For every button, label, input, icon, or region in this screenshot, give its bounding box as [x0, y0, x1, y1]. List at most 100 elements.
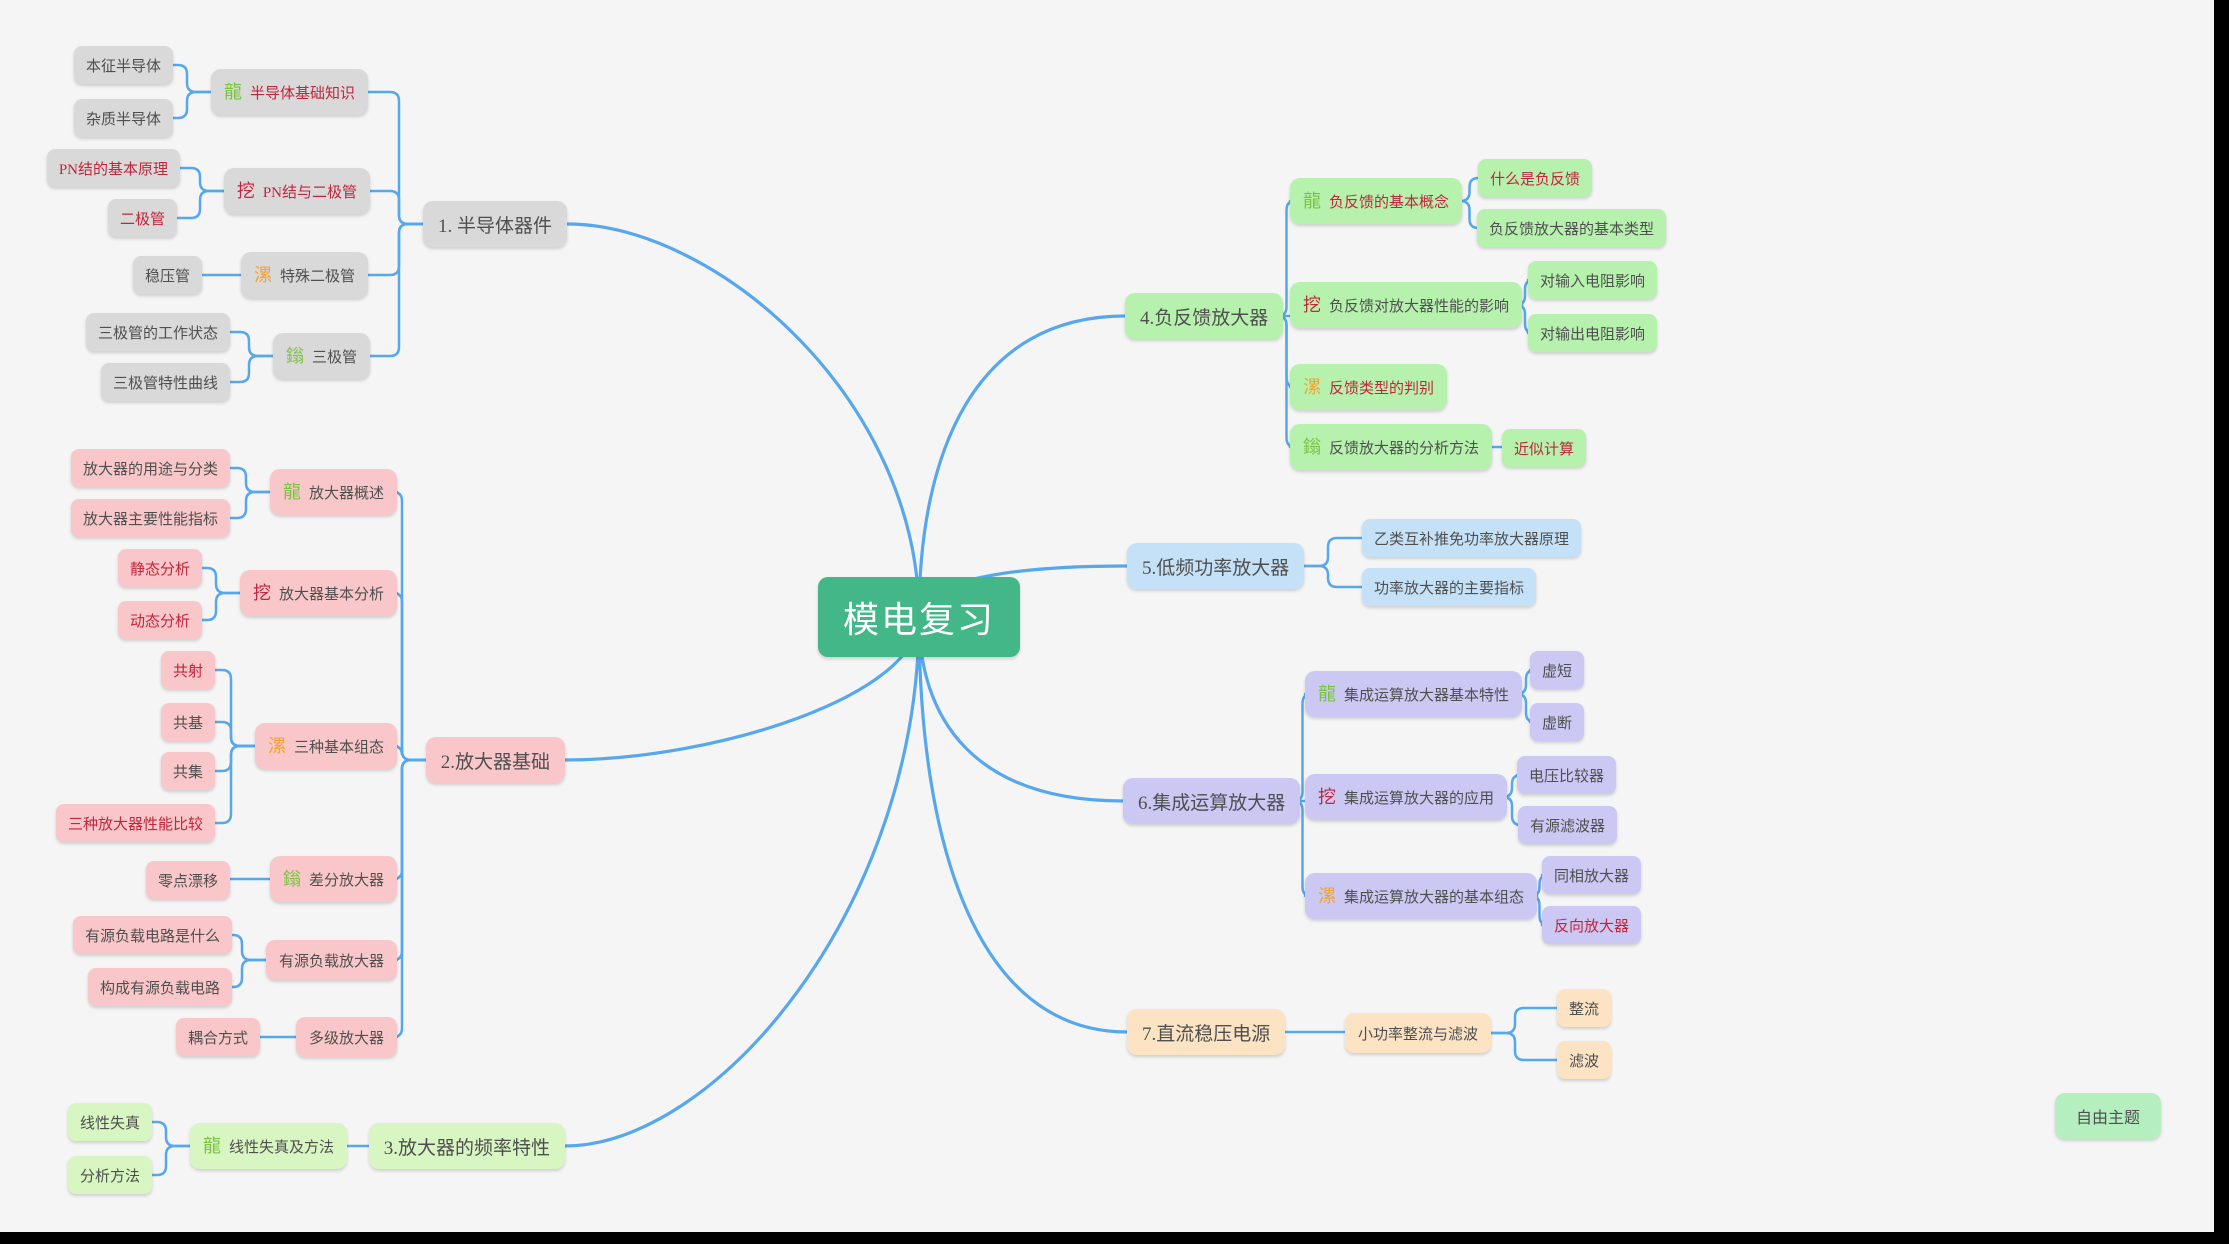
priority-icon-p2: 挖 — [1318, 787, 1336, 807]
node-label: 差分放大器 — [308, 872, 384, 889]
node-label: 零点漂移 — [157, 873, 218, 890]
node-label: 分析方法 — [79, 1168, 140, 1185]
node-b7t1c1[interactable]: 整流 — [1557, 989, 1612, 1027]
node-b6t2[interactable]: 挖集成运算放大器的应用 — [1305, 774, 1508, 820]
node-b1t2c1[interactable]: PN结的基本原理 — [46, 149, 180, 187]
node-b6t3c1[interactable]: 同相放大器 — [1542, 856, 1642, 894]
node-b3t1[interactable]: 龍线性失真及方法 — [189, 1123, 347, 1169]
node-label: 三极管特性曲线 — [112, 375, 218, 392]
node-b5[interactable]: 5.低频功率放大器 — [1127, 543, 1305, 589]
node-b2t5c2[interactable]: 构成有源负载电路 — [87, 968, 232, 1006]
node-b6t1c1[interactable]: 虚短 — [1530, 651, 1585, 689]
node-b4t4[interactable]: 鎓反馈放大器的分析方法 — [1290, 424, 1493, 470]
node-b2t6[interactable]: 多级放大器 — [295, 1017, 397, 1057]
node-b6t3[interactable]: 漯集成运算放大器的基本组态 — [1305, 873, 1538, 919]
node-b5c1[interactable]: 乙类互补推免功率放大器原理 — [1362, 519, 1582, 557]
priority-icon-p1: 龍 — [223, 82, 242, 102]
node-label: 3.放大器的频率特性 — [383, 1137, 550, 1159]
node-b6t3c2[interactable]: 反向放大器 — [1542, 906, 1642, 944]
node-b6t1c2[interactable]: 虚断 — [1530, 703, 1585, 741]
node-b1t2c2[interactable]: 二极管 — [107, 199, 177, 237]
node-b7[interactable]: 7.直流稳压电源 — [1127, 1009, 1286, 1055]
node-label: 功率放大器的主要指标 — [1374, 580, 1525, 597]
node-b3t1c2[interactable]: 分析方法 — [67, 1156, 152, 1194]
node-b2t1c1[interactable]: 放大器的用途与分类 — [70, 449, 230, 487]
node-b2t6c1[interactable]: 耦合方式 — [175, 1018, 260, 1056]
node-b4t2c1[interactable]: 对输入电阻影响 — [1528, 261, 1658, 299]
node-label: 线性失真及方法 — [228, 1139, 334, 1156]
node-b1t4[interactable]: 鎓三极管 — [272, 333, 370, 379]
node-label: 滤波 — [1569, 1053, 1600, 1070]
node-b2t3c2[interactable]: 共基 — [160, 703, 215, 741]
priority-icon-p1: 龍 — [202, 1136, 221, 1156]
node-b6t1[interactable]: 龍集成运算放大器基本特性 — [1305, 671, 1523, 717]
node-label: 1. 半导体器件 — [437, 215, 552, 237]
node-central[interactable]: 模电复习 — [818, 577, 1021, 657]
node-label: 动态分析 — [129, 613, 190, 630]
node-b2t2c2[interactable]: 动态分析 — [117, 601, 202, 639]
node-b4t1[interactable]: 龍负反馈的基本概念 — [1290, 178, 1463, 224]
node-b2t5[interactable]: 有源负载放大器 — [265, 940, 397, 980]
node-label: 什么是负反馈 — [1490, 171, 1581, 188]
node-label: 三极管 — [311, 349, 357, 366]
node-b2t1c2[interactable]: 放大器主要性能指标 — [70, 499, 230, 537]
node-b1t3[interactable]: 漯特殊二极管 — [240, 252, 368, 298]
node-b1t1c1[interactable]: 本征半导体 — [73, 46, 173, 84]
priority-icon-p3: 漯 — [1318, 886, 1336, 906]
node-b2t3c3[interactable]: 共集 — [160, 752, 215, 790]
node-b6t2c2[interactable]: 有源滤波器 — [1518, 806, 1618, 844]
node-label: 共射 — [172, 663, 203, 680]
connector — [366, 222, 425, 277]
node-b1t1[interactable]: 龍半导体基础知识 — [210, 69, 368, 115]
connector — [1302, 564, 1364, 589]
node-label: 反馈类型的判别 — [1329, 380, 1435, 397]
node-label: 特殊二极管 — [279, 268, 355, 285]
node-b2t3c4[interactable]: 三种放大器性能比较 — [55, 804, 215, 842]
node-b2t4c1[interactable]: 零点漂移 — [145, 861, 230, 899]
node-b4t1c2[interactable]: 负反馈放大器的基本类型 — [1477, 209, 1667, 247]
node-b1t4c2[interactable]: 三极管特性曲线 — [100, 363, 230, 401]
node-b1t4c1[interactable]: 三极管的工作状态 — [85, 313, 230, 351]
node-b3t1c1[interactable]: 线性失真 — [67, 1103, 152, 1141]
node-b4t2[interactable]: 挖负反馈对放大器性能的影响 — [1290, 282, 1523, 328]
node-b2t3[interactable]: 漯三种基本组态 — [254, 723, 397, 769]
node-b2t5c1[interactable]: 有源负载电路是什么 — [72, 916, 232, 954]
node-b7t1c2[interactable]: 滤波 — [1557, 1041, 1612, 1079]
node-b1[interactable]: 1. 半导体器件 — [422, 201, 567, 247]
node-b2t2c1[interactable]: 静态分析 — [117, 549, 202, 587]
priority-icon-p4: 鎓 — [1303, 437, 1321, 457]
priority-icon-p1: 龍 — [1318, 684, 1336, 704]
node-b2[interactable]: 2.放大器基础 — [425, 737, 565, 783]
node-b4[interactable]: 4.负反馈放大器 — [1125, 293, 1284, 339]
node-label: 虚短 — [1542, 663, 1573, 680]
connector — [1460, 199, 1479, 230]
connector — [1489, 1006, 1559, 1035]
node-label: 三种放大器性能比较 — [67, 816, 203, 833]
connector — [917, 615, 1129, 1034]
node-b2t1[interactable]: 龍放大器概述 — [269, 469, 397, 515]
node-b4t3[interactable]: 漯反馈类型的判别 — [1290, 364, 1448, 410]
node-free[interactable]: 自由主题 — [2055, 1093, 2162, 1139]
node-b7t1[interactable]: 小功率整流与滤波 — [1345, 1013, 1492, 1053]
priority-icon-p3: 漯 — [1303, 377, 1321, 397]
node-b3[interactable]: 3.放大器的频率特性 — [368, 1123, 565, 1169]
connector — [200, 591, 242, 622]
node-b2t3c1[interactable]: 共射 — [160, 651, 215, 689]
node-b2t4[interactable]: 鎓差分放大器 — [269, 856, 397, 902]
connector — [213, 744, 257, 773]
node-b5c2[interactable]: 功率放大器的主要指标 — [1362, 568, 1537, 606]
node-b1t3c1[interactable]: 稳压管 — [132, 256, 202, 294]
node-b2t2[interactable]: 挖放大器基本分析 — [239, 570, 397, 616]
node-b6[interactable]: 6.集成运算放大器 — [1123, 778, 1301, 824]
node-b6t2c1[interactable]: 电压比较器 — [1517, 756, 1617, 794]
node-b1t1c2[interactable]: 杂质半导体 — [73, 99, 173, 137]
node-b4t4c1[interactable]: 近似计算 — [1502, 429, 1587, 467]
node-label: 6.集成运算放大器 — [1138, 792, 1286, 814]
node-label: 静态分析 — [129, 561, 190, 578]
priority-icon-p1: 龍 — [1303, 191, 1321, 211]
node-b4t1c1[interactable]: 什么是负反馈 — [1478, 159, 1593, 197]
node-b4t2c2[interactable]: 对输出电阻影响 — [1528, 314, 1658, 352]
priority-icon-p2: 挖 — [1303, 295, 1321, 315]
